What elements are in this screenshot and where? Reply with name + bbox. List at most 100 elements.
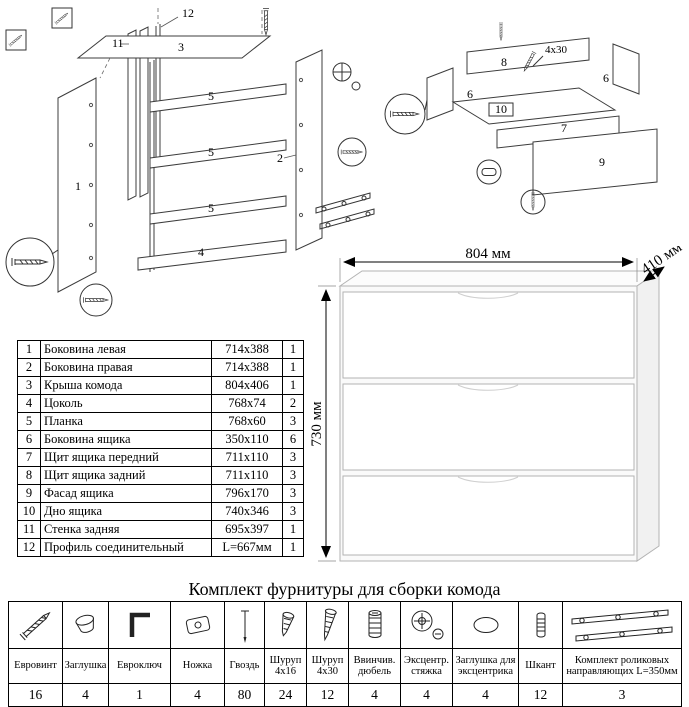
part-size: 714x388 xyxy=(211,340,283,359)
dowel-callout-circle xyxy=(476,159,502,185)
part-label-2: 2 xyxy=(277,151,283,165)
back-strip xyxy=(127,29,137,201)
depth-dimension-label: 410 мм xyxy=(639,246,686,278)
part-size: 740x346 xyxy=(211,502,283,521)
table-row: 4 Цоколь 768x74 2 xyxy=(17,394,304,413)
dresser-figure: 804 мм 730 мм 410 мм xyxy=(310,246,686,562)
table-row: 3 Крыша комода 804x406 1 xyxy=(17,376,304,395)
hw-label: Комплект роликовых направляющих L=350мм xyxy=(562,648,682,684)
screw-callout-box xyxy=(51,7,73,29)
screw-callout-circle xyxy=(520,189,546,215)
nail-icon xyxy=(224,601,265,649)
table-row: 12 Профиль соединительный L=667мм 1 xyxy=(17,538,304,557)
hw-qty: 4 xyxy=(400,683,453,707)
hw-label: Ножка xyxy=(170,648,225,684)
part-size: 768x60 xyxy=(211,412,283,431)
phillips-cross xyxy=(333,63,351,81)
part-size: 711x110 xyxy=(211,448,283,467)
part-num: 11 xyxy=(17,520,41,539)
table-row: 8 Щит ящика задний 711x110 3 xyxy=(17,466,304,485)
part-num: 4 xyxy=(17,394,41,413)
part-size: 695x397 xyxy=(211,520,283,539)
table-row: 6 Боковина ящика 350x110 6 xyxy=(17,430,304,449)
part-size: 350x110 xyxy=(211,430,283,449)
part-qty: 1 xyxy=(282,376,304,395)
panel-holes xyxy=(88,77,304,261)
right-side-panel xyxy=(295,49,323,251)
screw-callout-circle xyxy=(337,137,367,167)
part-size: 714x388 xyxy=(211,358,283,377)
hardware-label-row: Евровинт Заглушка Евроключ Ножка Гвоздь … xyxy=(8,648,682,684)
part-size: 796x170 xyxy=(211,484,283,503)
hw-qty: 80 xyxy=(224,683,265,707)
table-row: 9 Фасад ящика 796x170 3 xyxy=(17,484,304,503)
part-name: Дно ящика xyxy=(40,502,212,521)
screw-4x16-icon xyxy=(264,601,307,649)
parts-table: 1 Боковина левая 714x388 1 2 Боковина пр… xyxy=(17,340,304,557)
part-qty: 3 xyxy=(282,412,304,431)
part-name: Боковина левая xyxy=(40,340,212,359)
part-name: Стенка задняя xyxy=(40,520,212,539)
dresser-side-face xyxy=(636,270,660,562)
hw-label: Евровинт xyxy=(8,648,63,684)
dimension-lines xyxy=(318,257,665,562)
part-qty: 2 xyxy=(282,394,304,413)
part-name: Фасад ящика xyxy=(40,484,212,503)
hw-qty: 24 xyxy=(264,683,307,707)
part-label-8: 8 xyxy=(501,55,507,69)
alignment-guides xyxy=(99,8,263,79)
drawer-side-right xyxy=(612,43,640,95)
hw-label: Ввинчив. дюбель xyxy=(348,648,401,684)
dresser-body xyxy=(338,270,661,562)
part-num: 12 xyxy=(17,538,41,557)
part-label-6: 6 xyxy=(467,87,473,101)
roller-guides-drawing xyxy=(315,192,375,230)
part-num: 9 xyxy=(17,484,41,503)
part-num: 7 xyxy=(17,448,41,467)
hw-label: Шкант xyxy=(518,648,563,684)
hw-qty: 1 xyxy=(108,683,171,707)
part-label-4: 4 xyxy=(198,245,204,259)
leader-line xyxy=(532,55,544,67)
hw-qty: 12 xyxy=(306,683,349,707)
hw-label: Шуруп 4x30 xyxy=(306,648,349,684)
part-qty: 1 xyxy=(282,340,304,359)
hardware-callouts xyxy=(5,7,367,317)
label-leaders xyxy=(120,16,297,159)
part-qty: 3 xyxy=(282,448,304,467)
part-qty: 1 xyxy=(282,520,304,539)
hw-qty: 16 xyxy=(8,683,63,707)
hw-label: Заглушка xyxy=(62,648,109,684)
cam-cap-icon xyxy=(452,601,519,649)
part-label-10: 10 xyxy=(495,102,507,116)
part-name: Цоколь xyxy=(40,394,212,413)
part-name: Профиль соединительный xyxy=(40,538,212,557)
part-name: Планка xyxy=(40,412,212,431)
part-name: Щит ящика задний xyxy=(40,466,212,485)
drawer-facade xyxy=(532,128,658,196)
hw-qty: 12 xyxy=(518,683,563,707)
hw-label: Шуруп 4x16 xyxy=(264,648,307,684)
confirmat-screw-icon xyxy=(8,601,63,649)
wood-dowel-icon xyxy=(518,601,563,649)
cam-lock-icon xyxy=(400,601,453,649)
part-num: 3 xyxy=(17,376,41,395)
part-size: 804x406 xyxy=(211,376,283,395)
confirmat-screw-icon xyxy=(390,110,420,118)
part-qty: 3 xyxy=(282,466,304,485)
cap-icon xyxy=(62,601,109,649)
screw-icon xyxy=(262,8,270,36)
screw-icon xyxy=(83,296,109,304)
hardware-icon-row xyxy=(8,601,682,649)
hw-qty: 4 xyxy=(348,683,401,707)
height-dimension-label: 730 мм xyxy=(310,401,325,447)
hw-qty: 4 xyxy=(452,683,519,707)
hw-label: Эксцентр. стяжка xyxy=(400,648,453,684)
drawer-handle-recesses xyxy=(457,292,519,483)
dowel-drawing xyxy=(481,168,497,176)
table-row: 10 Дно ящика 740x346 3 xyxy=(17,502,304,521)
part-qty: 3 xyxy=(282,502,304,521)
part-num: 10 xyxy=(17,502,41,521)
hw-qty: 3 xyxy=(562,683,682,707)
